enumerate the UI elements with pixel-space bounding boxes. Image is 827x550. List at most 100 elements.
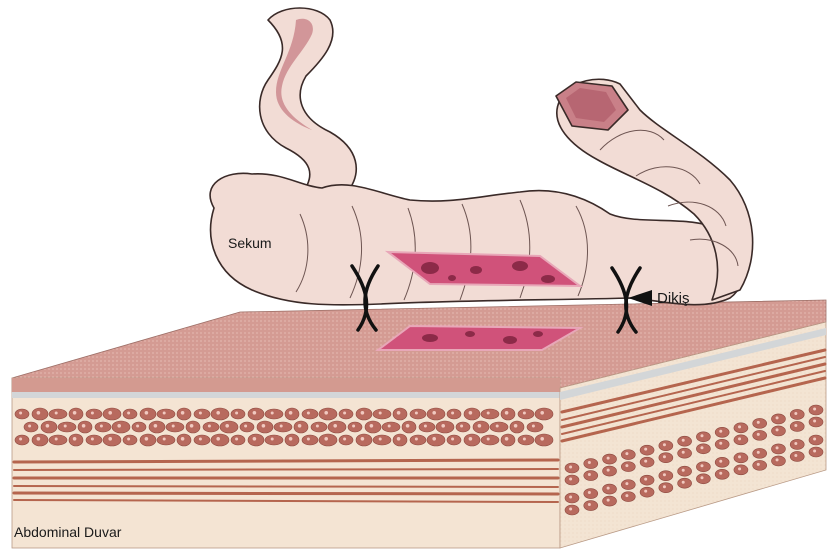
fat-lobule-highlight xyxy=(343,438,346,441)
fat-lobule xyxy=(140,434,156,446)
fat-lobule-highlight xyxy=(532,425,535,428)
fat-lobule-highlight xyxy=(523,438,526,441)
fat-lobule xyxy=(157,435,175,445)
fat-lobule xyxy=(49,409,67,419)
fat-lobule-highlight xyxy=(719,460,722,463)
fat-lobule xyxy=(49,435,67,445)
fat-lobule-highlight xyxy=(406,424,410,428)
fat-lobule-highlight xyxy=(700,464,703,467)
fat-lobule xyxy=(339,409,353,419)
fat-lobule-highlight xyxy=(738,437,741,440)
fat-lobule-highlight xyxy=(588,503,591,506)
fat-lobule-highlight xyxy=(253,411,257,415)
fat-lobule-highlight xyxy=(127,412,130,415)
fat-lobule xyxy=(734,423,748,433)
fat-lobule xyxy=(123,435,137,445)
fat-lobule-highlight xyxy=(469,411,473,415)
fat-lobule-highlight xyxy=(794,442,797,445)
fat-lobule xyxy=(393,408,407,420)
fat-lobule-highlight xyxy=(469,437,473,441)
wall-front-serosa xyxy=(12,378,560,392)
fat-lobule-highlight xyxy=(415,438,418,441)
fat-lobule xyxy=(220,421,238,433)
fat-lobule-highlight xyxy=(569,466,572,469)
fat-lobule-highlight xyxy=(700,476,703,479)
fat-lobule xyxy=(339,435,353,445)
fat-lobule-highlight xyxy=(719,442,722,445)
fat-lobule xyxy=(419,422,435,432)
fat-lobule xyxy=(518,409,534,419)
fat-lobule xyxy=(490,422,508,432)
fat-lobule xyxy=(382,422,400,432)
fat-lobule xyxy=(32,434,48,446)
fat-lobule-highlight xyxy=(55,438,58,441)
fat-lobule xyxy=(285,434,299,446)
fat-lobule xyxy=(734,435,748,445)
fat-lobule xyxy=(123,409,137,419)
fat-lobule xyxy=(771,426,785,436)
fat-lobule-highlight xyxy=(388,425,391,428)
fat-lobule-highlight xyxy=(37,437,41,441)
fat-lobule-highlight xyxy=(343,412,346,415)
fat-lobule xyxy=(696,444,710,454)
fat-lobule-highlight xyxy=(663,443,666,446)
fat-lobule xyxy=(69,434,83,446)
fat-lobule-highlight xyxy=(199,412,202,415)
fat-lobule xyxy=(211,408,229,420)
fat-lobule-highlight xyxy=(700,434,703,437)
fat-lobule xyxy=(265,409,283,419)
fat-lobule xyxy=(584,459,598,469)
fat-lobule xyxy=(95,422,111,432)
fat-lobule xyxy=(248,408,264,420)
fat-lobule xyxy=(15,435,29,445)
fat-lobule xyxy=(456,422,470,432)
fat-lobule-highlight xyxy=(64,425,67,428)
wall-front-peritoneum xyxy=(12,392,560,398)
fat-lobule xyxy=(621,480,635,490)
fat-lobule-highlight xyxy=(496,425,499,428)
fat-lobule xyxy=(58,422,76,432)
fat-lobule-highlight xyxy=(379,438,382,441)
fat-lobule xyxy=(535,434,553,446)
fat-lobule xyxy=(248,434,264,446)
fat-lobule-highlight xyxy=(794,454,797,457)
fat-lobule-highlight xyxy=(154,424,158,428)
fat-lobule-highlight xyxy=(117,424,121,428)
fat-lobule xyxy=(112,421,130,433)
fat-lobule-highlight xyxy=(397,437,401,441)
fat-lobule-highlight xyxy=(487,412,490,415)
fat-lobule xyxy=(603,454,617,464)
fat-lobule-highlight xyxy=(644,460,647,463)
fat-lobule xyxy=(678,478,692,488)
fat-lobule-highlight xyxy=(370,424,374,428)
fat-lobule xyxy=(715,439,729,449)
fat-lobule-highlight xyxy=(73,437,77,441)
fat-lobule-highlight xyxy=(682,439,685,442)
fat-lobule xyxy=(24,422,38,432)
fat-lobule xyxy=(436,421,454,433)
fat-lobule xyxy=(659,453,673,463)
fat-lobule-highlight xyxy=(55,412,58,415)
fat-lobule xyxy=(640,475,654,485)
fat-lobule-highlight xyxy=(738,455,741,458)
fat-lobule-highlight xyxy=(352,425,355,428)
fat-lobule xyxy=(771,456,785,466)
fat-lobule-highlight xyxy=(432,411,436,415)
fat-lobule-highlight xyxy=(514,424,518,428)
fat-lobule xyxy=(274,422,292,432)
fat-lobule xyxy=(103,434,121,446)
fat-lobule xyxy=(715,427,729,437)
fat-lobule-highlight xyxy=(190,424,194,428)
fat-lobule-highlight xyxy=(108,437,112,441)
fat-lobule-highlight xyxy=(523,412,526,415)
fat-lobule xyxy=(790,439,804,449)
fat-lobule-highlight xyxy=(540,437,544,441)
fat-lobule-highlight xyxy=(540,411,544,415)
fat-lobule-highlight xyxy=(46,424,50,428)
fat-lobule xyxy=(294,421,308,433)
fat-lobule-highlight xyxy=(271,412,274,415)
fat-lobule xyxy=(103,408,121,420)
fat-lobule-highlight xyxy=(424,425,427,428)
fat-lobule xyxy=(265,435,283,445)
fat-lobule xyxy=(510,421,524,433)
